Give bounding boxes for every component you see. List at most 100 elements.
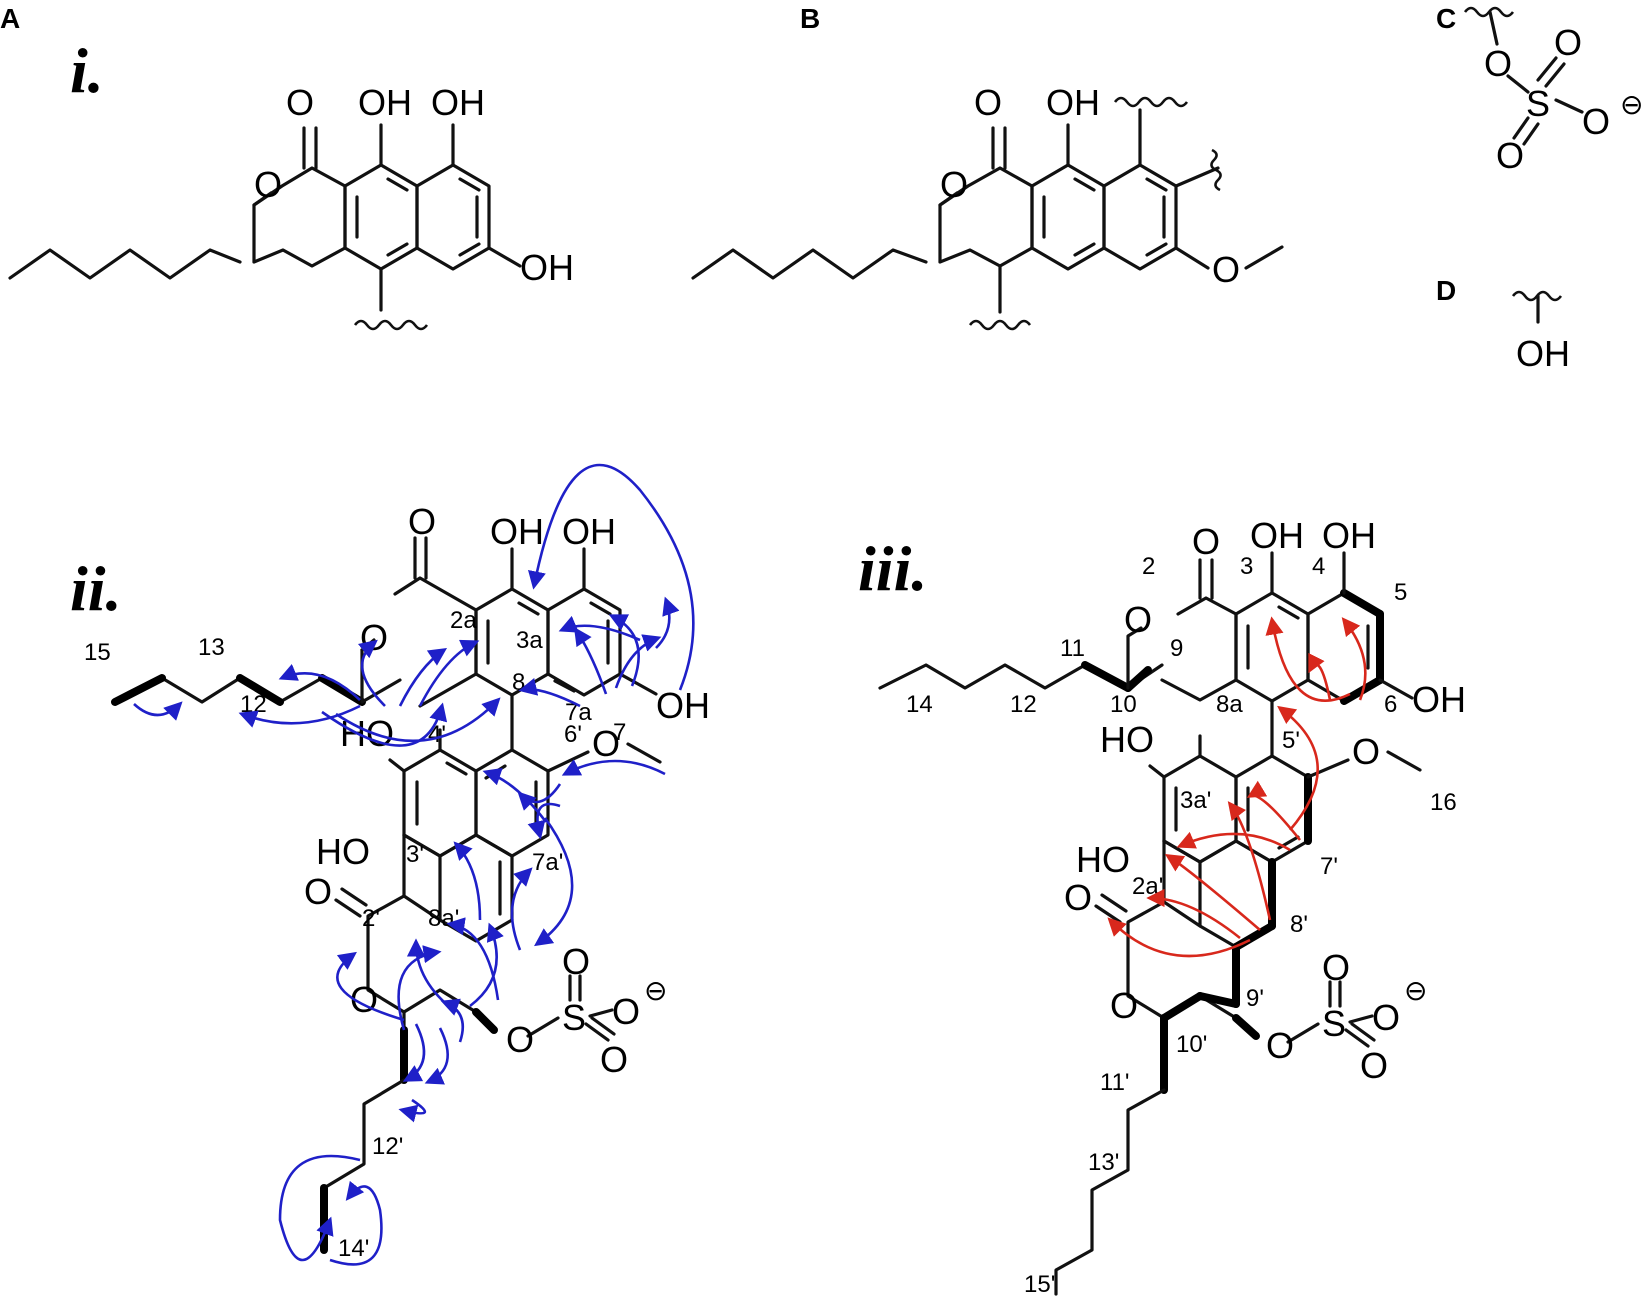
ii-sulfate-o-3: O xyxy=(600,1039,628,1080)
structure-i: O O OH OH OH xyxy=(8,82,574,331)
b-ring-o: O xyxy=(940,164,968,205)
iii-oh-4: OH xyxy=(1322,515,1376,556)
iii-label-14: 14 xyxy=(906,691,933,718)
ii-oh-6: OH xyxy=(656,685,710,726)
iii-ho-4p: HO xyxy=(1100,719,1154,760)
iii-sulfate-o-1: O xyxy=(1322,947,1350,988)
ii-carbonyl-o: O xyxy=(408,501,436,542)
hmbc-arrows xyxy=(133,463,695,1266)
panel-label-c: C xyxy=(1436,3,1456,34)
ii-label-7ap: 7a' xyxy=(532,849,563,876)
ii-sulfur: S xyxy=(562,997,586,1038)
iii-label-5: 5 xyxy=(1394,579,1407,606)
iii-sulfate-o-3: O xyxy=(1360,1045,1388,1086)
iii-label-3ap: 3a' xyxy=(1180,787,1211,814)
ii-label-13: 13 xyxy=(198,634,225,661)
structure-ii: O O OH OH OH O HO HO O O O S O O O ⊖ 2a … xyxy=(84,463,710,1266)
ii-ho-4p: HO xyxy=(340,713,394,754)
iii-label-10p: 10' xyxy=(1176,1031,1207,1058)
ii-oh-4: OH xyxy=(562,511,616,552)
ii-ho-3p: HO xyxy=(316,831,370,872)
iii-sulfate-o-2: O xyxy=(1372,997,1400,1038)
iii-ring-o: O xyxy=(1124,599,1152,640)
iii-ring-o-2p: O xyxy=(1110,985,1138,1026)
ii-label-7a: 7a xyxy=(565,699,592,726)
iii-oh-6: OH xyxy=(1412,679,1466,720)
c-oxo-o-3: O xyxy=(1496,135,1524,176)
panel-label-a: A xyxy=(0,3,20,34)
ii-label-15: 15 xyxy=(84,639,111,666)
c-oxo-o-1: O xyxy=(1554,22,1582,63)
ii-sulfate-ester-o: O xyxy=(506,1019,534,1060)
iii-label-13p: 13' xyxy=(1088,1149,1119,1176)
ii-label-2a: 2a xyxy=(450,607,477,634)
c-oxo-o-2: O xyxy=(1582,101,1610,142)
i-carbonyl-o: O xyxy=(286,82,314,123)
iii-label-3: 3 xyxy=(1240,553,1253,580)
sulfate-group-c: O S O O O ⊖ xyxy=(1463,6,1643,176)
panel-label-b: B xyxy=(800,3,820,34)
ii-oh-3: OH xyxy=(490,511,544,552)
iii-carbonyl-o-2p: O xyxy=(1064,877,1092,918)
d-oh: OH xyxy=(1516,333,1570,374)
iii-ho-3p: HO xyxy=(1076,839,1130,880)
b-oh: OH xyxy=(1046,82,1100,123)
structure-iii: O O OH OH OH O HO HO O O O S O O O ⊖ 2 3… xyxy=(878,515,1466,1298)
ii-label-2p: 2' xyxy=(362,905,380,932)
iii-negative-charge: ⊖ xyxy=(1404,974,1427,1007)
structure-b: O O OH O xyxy=(691,82,1284,331)
iii-label-16: 16 xyxy=(1430,789,1457,816)
c-negative-charge: ⊖ xyxy=(1620,88,1643,121)
ii-negative-charge: ⊖ xyxy=(644,974,667,1007)
structure-label-i: i. xyxy=(70,35,104,106)
c-ester-o: O xyxy=(1484,43,1512,84)
iii-sulfur: S xyxy=(1322,1003,1346,1044)
iii-label-9p: 9' xyxy=(1246,985,1264,1012)
ii-methoxy-o: O xyxy=(592,723,620,764)
ii-label-14p: 14' xyxy=(338,1235,369,1262)
iii-label-9: 9 xyxy=(1170,635,1183,662)
iii-label-10: 10 xyxy=(1110,691,1137,718)
b-carbonyl-o: O xyxy=(974,82,1002,123)
ii-label-3a: 3a xyxy=(516,627,543,654)
iii-label-7p: 7' xyxy=(1320,853,1338,880)
ii-label-7: 7 xyxy=(613,719,626,746)
iii-methoxy-o: O xyxy=(1352,731,1380,772)
iii-label-4: 4 xyxy=(1312,553,1325,580)
iii-carbonyl-o: O xyxy=(1192,521,1220,562)
ii-label-8ap: 8a' xyxy=(428,905,459,932)
iii-label-8p: 8' xyxy=(1290,911,1308,938)
ii-label-3p: 3' xyxy=(406,841,424,868)
hydroxyl-group-d: OH xyxy=(1511,290,1570,374)
iii-label-12: 12 xyxy=(1010,691,1037,718)
i-oh-1: OH xyxy=(358,82,412,123)
iii-label-11p: 11' xyxy=(1100,1069,1130,1096)
iii-label-2ap: 2a' xyxy=(1132,873,1163,900)
ii-ring-o: O xyxy=(360,617,388,658)
iii-sulfate-ester-o: O xyxy=(1266,1025,1294,1066)
correlation-arrows xyxy=(1107,616,1367,958)
iii-label-5p: 5' xyxy=(1282,727,1300,754)
c-sulfur: S xyxy=(1526,83,1550,124)
ii-label-8: 8 xyxy=(512,669,525,696)
ii-sulfate-o-1: O xyxy=(562,941,590,982)
structure-label-iii: iii. xyxy=(858,533,927,604)
ii-label-12p: 12' xyxy=(372,1133,403,1160)
i-oh-3: OH xyxy=(520,247,574,288)
iii-label-2: 2 xyxy=(1142,553,1155,580)
iii-label-6: 6 xyxy=(1384,691,1397,718)
structure-label-ii: ii. xyxy=(70,553,122,624)
iii-label-11: 11 xyxy=(1060,635,1085,662)
i-oh-2: OH xyxy=(431,82,485,123)
ii-carbonyl-o-2p: O xyxy=(304,871,332,912)
iii-oh-3: OH xyxy=(1250,515,1304,556)
b-methoxy-o: O xyxy=(1212,249,1240,290)
i-ring-o: O xyxy=(254,164,282,205)
iii-label-8a: 8a xyxy=(1216,691,1243,718)
panel-label-d: D xyxy=(1436,275,1456,306)
ii-label-6p: 6' xyxy=(564,721,582,748)
iii-label-15p: 15' xyxy=(1024,1271,1055,1298)
ii-label-4p: 4' xyxy=(428,721,446,748)
ii-sulfate-o-2: O xyxy=(612,991,640,1032)
